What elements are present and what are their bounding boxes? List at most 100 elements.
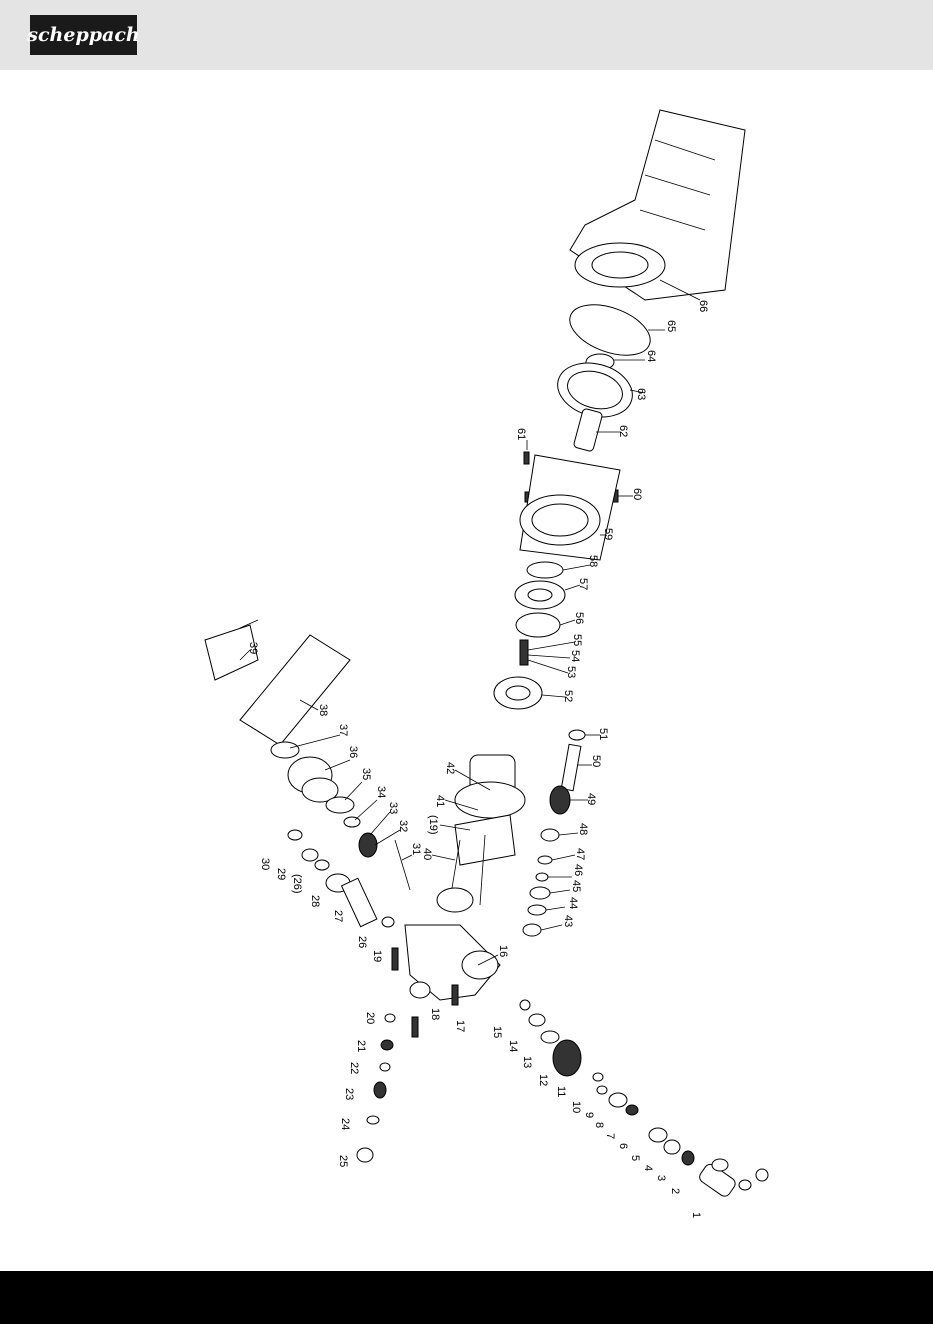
callout-50: 50	[590, 755, 602, 767]
callout-30: 30	[259, 858, 271, 870]
outlet-fitting	[697, 1159, 768, 1199]
callout-36: 36	[347, 746, 359, 758]
callout-19: 19	[371, 950, 383, 962]
callout-62: 62	[617, 425, 629, 437]
page-footer	[0, 1271, 933, 1324]
callout-48: 48	[577, 823, 589, 835]
callout-14: 14	[507, 1040, 519, 1052]
callout-17: 17	[454, 1020, 466, 1032]
valve-cap	[357, 1148, 373, 1162]
callout-56: 56	[573, 612, 585, 624]
gearbox-housing	[520, 455, 620, 560]
callout-28: 28	[309, 895, 321, 907]
plunger	[561, 744, 581, 790]
callout-53: 53	[565, 666, 577, 678]
callout-22: 22	[348, 1062, 360, 1074]
callout-51: 51	[597, 728, 609, 740]
callout-64: 64	[645, 350, 657, 362]
callout-29: 29	[275, 868, 287, 880]
callout-66: 66	[697, 300, 709, 312]
valve-spring	[374, 1082, 386, 1098]
motor-housing	[570, 110, 745, 300]
callout-58: 58	[587, 555, 599, 567]
callout-26-ref: (26)	[291, 874, 303, 894]
seal	[541, 1031, 559, 1043]
valve-part	[367, 1116, 379, 1124]
callout-52: 52	[562, 690, 574, 702]
callout-9: 9	[583, 1112, 595, 1118]
ring	[593, 1073, 603, 1081]
callout-63: 63	[635, 388, 647, 400]
callout-1: 1	[690, 1212, 702, 1218]
callout-46: 46	[572, 864, 584, 876]
bolt	[520, 640, 528, 665]
callout-3: 3	[655, 1175, 667, 1181]
washer	[536, 873, 548, 881]
callout-42: 42	[444, 762, 456, 774]
valve-body	[626, 1105, 638, 1115]
callout-39: 39	[247, 642, 259, 654]
washer	[541, 829, 559, 841]
wobble-plate	[494, 677, 542, 709]
washer	[529, 1014, 545, 1026]
callout-23: 23	[343, 1088, 355, 1100]
callout-45: 45	[570, 880, 582, 892]
callout-31: 31	[410, 843, 422, 855]
seal	[569, 730, 585, 740]
bolt	[392, 948, 398, 970]
valve-part	[385, 1014, 395, 1022]
callout-25: 25	[337, 1155, 349, 1167]
callout-6: 6	[617, 1143, 629, 1149]
callout-15: 15	[491, 1026, 503, 1038]
callout-4: 4	[642, 1165, 654, 1171]
piston	[664, 1140, 680, 1154]
callout-18: 18	[429, 1008, 441, 1020]
return-spring	[550, 786, 570, 814]
callout-61: 61	[515, 428, 527, 440]
seal	[315, 860, 329, 870]
shaft	[573, 408, 603, 452]
page-header: scheppach	[0, 0, 933, 70]
callout-5: 5	[629, 1155, 641, 1161]
callout-44: 44	[567, 897, 579, 909]
o-ring	[563, 295, 657, 365]
callout-2: 2	[669, 1188, 681, 1194]
washer	[326, 797, 354, 813]
cap	[288, 830, 302, 840]
piston-rod	[395, 840, 410, 890]
callout-20: 20	[364, 1012, 376, 1024]
callout-24: 24	[339, 1118, 351, 1130]
washer-small	[344, 817, 360, 827]
seal	[528, 905, 546, 915]
callout-21: 21	[355, 1040, 367, 1052]
ring	[597, 1086, 607, 1094]
valve-body	[609, 1093, 627, 1107]
callout-60: 60	[631, 488, 643, 500]
callout-35: 35	[360, 768, 372, 780]
callout-26: 26	[356, 936, 368, 948]
seal	[302, 849, 318, 861]
callout-34: 34	[375, 786, 387, 798]
exploded-parts-diagram: 66 65 64 63 62 61 60 59 58 57 56 55 54 5…	[0, 70, 933, 1270]
spring-small	[682, 1151, 694, 1165]
brand-logo: scheppach	[30, 15, 137, 55]
pump-head	[437, 755, 525, 912]
screw	[524, 452, 529, 464]
callout-59: 59	[602, 528, 614, 540]
piston	[649, 1128, 667, 1142]
callout-47: 47	[574, 848, 586, 860]
callout-37: 37	[337, 724, 349, 736]
callout-12: 12	[537, 1074, 549, 1086]
callout-7: 7	[604, 1133, 616, 1139]
bolt	[452, 985, 458, 1005]
seal-ring	[527, 562, 563, 578]
valve-part	[380, 1063, 390, 1071]
callout-32: 32	[397, 820, 409, 832]
spring-large	[553, 1040, 581, 1076]
threaded-cap	[288, 757, 338, 802]
seal	[523, 924, 541, 936]
bearing-large	[515, 581, 565, 609]
callout-8: 8	[593, 1122, 605, 1128]
spring-ring	[271, 742, 299, 758]
callout-65: 65	[665, 320, 677, 332]
